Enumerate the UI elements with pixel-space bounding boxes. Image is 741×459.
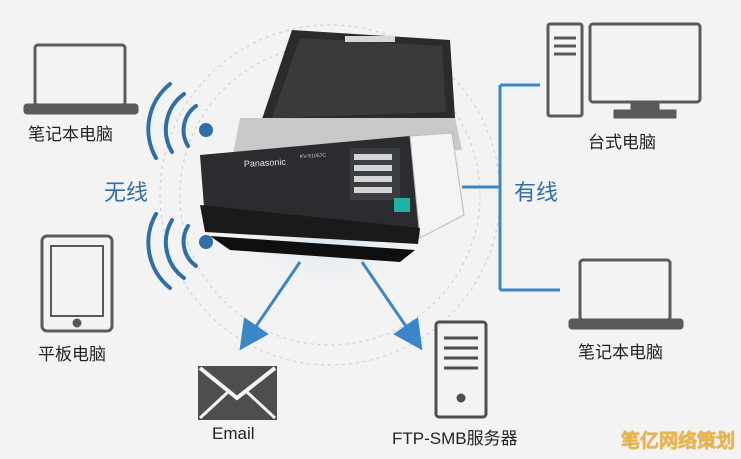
wifi-icon (146, 212, 213, 290)
label-wired: 有线 (514, 181, 559, 206)
label-wireless: 无线 (104, 181, 149, 206)
label-laptop-left: 笔记本电脑 (28, 125, 113, 145)
label-desktop: 台式电脑 (588, 133, 656, 153)
label-ftp-smb: FTP-SMB服务器 (392, 429, 518, 448)
desktop-icon (546, 22, 702, 119)
scanner-brand: Panasonic (244, 157, 287, 169)
label-laptop-right: 笔记本电脑 (578, 343, 663, 363)
label-email: Email (212, 424, 255, 443)
wifi-icon (146, 82, 213, 160)
scanner-image: Panasonic KV-S1057C (200, 30, 465, 262)
envelope-icon (198, 366, 277, 420)
output-arrows (239, 261, 423, 351)
wired-connector (462, 83, 560, 292)
scanner-model: KV-S1057C (300, 153, 327, 160)
server-icon (434, 320, 488, 419)
watermark: 笔亿网络策划 (620, 430, 735, 452)
laptop-icon (568, 258, 684, 330)
laptop-icon (23, 43, 139, 115)
tablet-icon (40, 234, 114, 333)
label-tablet: 平板电脑 (38, 345, 106, 365)
